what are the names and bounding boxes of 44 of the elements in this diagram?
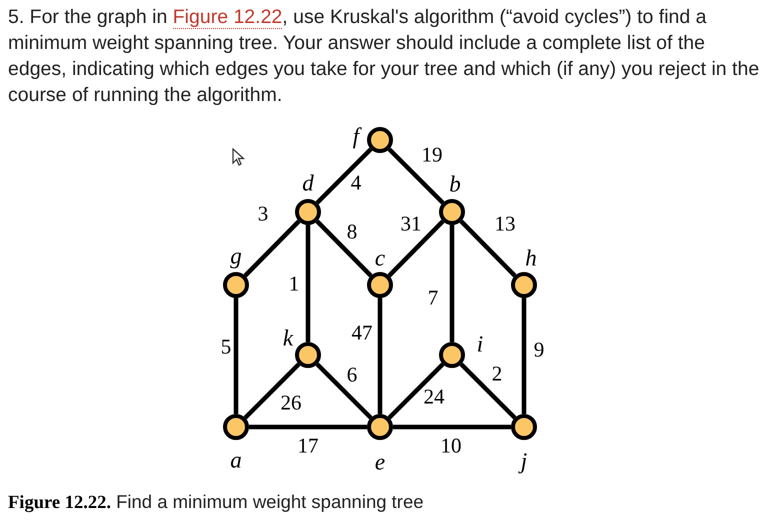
- edge-weight: 4: [350, 172, 362, 194]
- vertex-label: c: [374, 246, 386, 270]
- edge-weight: 10: [440, 436, 462, 456]
- graph-edge: [234, 298, 238, 414]
- figure-link: Figure 12.22: [172, 6, 282, 29]
- edge-weight: 31: [400, 214, 422, 234]
- edge-weight: 26: [280, 392, 302, 414]
- vertex-label: b: [449, 172, 461, 196]
- vertex-label: j: [520, 450, 528, 472]
- vertex-label: e: [374, 450, 386, 474]
- graph-edge: [450, 225, 454, 342]
- graph-edge: [522, 298, 526, 414]
- graph-edge: [316, 362, 372, 420]
- edge-weight: 19: [422, 144, 442, 166]
- edge-weight: 7: [428, 288, 438, 308]
- graph-edge: [244, 362, 300, 420]
- vertex-label: g: [230, 244, 242, 268]
- vertex-label: a: [230, 448, 242, 472]
- edge-weight: 13: [494, 214, 516, 234]
- edge-weight: 17: [298, 436, 318, 456]
- edge-weight: 1: [288, 274, 300, 294]
- vertex-label: i: [476, 332, 484, 356]
- edge-weight: 47: [352, 322, 372, 344]
- edge-weight: 3: [258, 204, 268, 224]
- edge-weight: 24: [424, 386, 444, 408]
- edge-weight: 9: [534, 340, 544, 360]
- vertex-label: d: [302, 172, 314, 194]
- graph-edge: [393, 424, 511, 430]
- edge-weight: 2: [492, 364, 502, 384]
- edge-weight: 5: [220, 336, 232, 358]
- edge-weight: 6: [346, 364, 358, 386]
- graph-edge: [378, 298, 382, 414]
- graph-edge: [316, 148, 372, 204]
- vertex-label: k: [282, 326, 294, 350]
- vertex-label: f: [352, 124, 360, 148]
- vertex-label: h: [525, 246, 537, 270]
- edge-weight: 8: [346, 222, 358, 242]
- graph-edge: [388, 148, 444, 204]
- problem-text: 5. For the graph in Figure 12.22, use Kruskal's algorithm (“avoid cycles”) to find a minimum weight spanning tree. Your answer should include a complete list of the edges, indicating which edges you take for your tree and which (if any) you reject in the course of running the algorithm.: [8, 5, 760, 108]
- graph-edge: [460, 362, 516, 420]
- graph-edge: [388, 362, 444, 420]
- graph-edge: [249, 424, 367, 430]
- graph-edge: [306, 225, 310, 342]
- figure-caption: Figure 12.22. Find a minimum weight spanning tree: [8, 490, 424, 515]
